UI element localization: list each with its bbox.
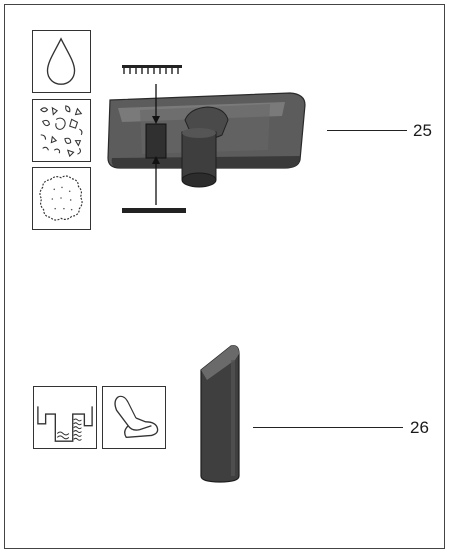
crevice-gap-icon	[33, 386, 97, 449]
callout-label-26: 26	[410, 418, 429, 437]
water-drop-icon	[32, 30, 91, 93]
page-frame: 25	[4, 4, 445, 549]
brush-strip-icon	[122, 65, 182, 74]
callout-leader-26	[253, 427, 403, 428]
callout-label-25: 25	[413, 121, 432, 140]
carpet-icon	[32, 167, 91, 230]
upholstery-seat-icon	[102, 386, 166, 449]
rubber-lip-icon	[122, 208, 186, 213]
dry-debris-icon	[32, 99, 91, 162]
callout-leader-25	[327, 130, 407, 131]
